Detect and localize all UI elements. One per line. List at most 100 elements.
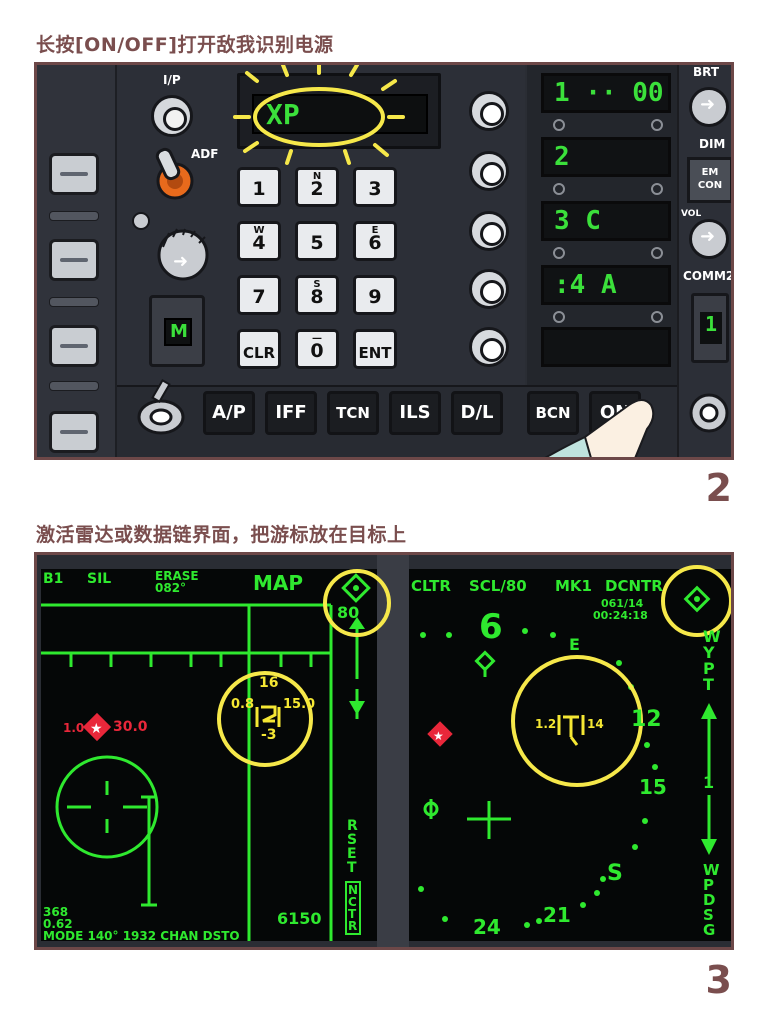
map-cursor-highlight [217, 671, 313, 767]
hsi-cursor-left: 1.2 [535, 717, 557, 731]
mode-indicator-window: M [164, 318, 192, 346]
display-divider [377, 555, 409, 947]
map-sil[interactable]: SIL [87, 571, 112, 587]
right-ddi-hsi: CLTR SCL/80 MK1 DCNTR 061/14 00:24:18 [409, 565, 731, 941]
map-cursor-icon [255, 705, 281, 727]
scratchpad-text: XP [266, 98, 300, 131]
key-5[interactable]: 5 [295, 221, 339, 261]
map-threat-icon: ★ [82, 712, 112, 742]
hsi-wp-number: 1 [703, 773, 715, 792]
scratchpad-highlight [233, 65, 405, 165]
svg-text:★: ★ [90, 721, 103, 737]
map-cursor-top: 16 [259, 675, 279, 691]
option-cue-1: 1 ·· 00 [541, 73, 671, 113]
left-button-2[interactable] [49, 239, 99, 281]
option-cue-2: 2 [541, 137, 671, 177]
scratchpad-window: XP [252, 94, 428, 134]
comm2-channel-window: 1 [691, 293, 729, 363]
brightness-knob[interactable] [689, 87, 729, 127]
fn-button-dl[interactable]: D/L [451, 391, 503, 435]
key-7[interactable]: 7 [237, 275, 281, 315]
emcon-button[interactable]: EM CON [687, 157, 731, 203]
hsi-threat-icon: ★ [427, 721, 453, 747]
map-cursor-bottom: -3 [261, 727, 277, 743]
map-nctr[interactable]: NCTR [345, 881, 361, 935]
adf-toggle-switch[interactable] [147, 145, 227, 225]
left-slot-3 [49, 381, 99, 391]
hsi-heading-12: 12 [631, 707, 662, 732]
hsi-wp-info-2: 00:24:18 [593, 609, 648, 622]
left-button-1[interactable] [49, 153, 99, 195]
key-1[interactable]: 1 [237, 167, 281, 207]
brt-label: BRT [693, 65, 720, 79]
ip-button[interactable] [151, 95, 193, 137]
map-cursor-left: 0.8 [231, 697, 255, 712]
fn-button-bcn[interactable]: BCN [527, 391, 579, 435]
comm1-channel-knob[interactable] [131, 378, 201, 447]
ufc-body: I/P ADF ➜ M XP [117, 65, 525, 385]
map-top-left: B1 [43, 571, 64, 587]
cue-dots-4 [553, 311, 663, 323]
hsi-waypoint-highlight [661, 565, 731, 637]
map-waypoint-icon [341, 573, 371, 603]
map-target-left: 1.0 [63, 721, 85, 735]
hsi-heading-6: 6 [479, 607, 503, 647]
hsi-wypt[interactable]: WYPT [703, 627, 721, 694]
option-select-button-4[interactable] [469, 269, 509, 309]
emcon-label: EM CON [697, 167, 723, 191]
svg-text:➜: ➜ [173, 251, 188, 272]
key-ent[interactable]: ENT [353, 329, 397, 369]
hsi-clutter[interactable]: CLTR [411, 577, 451, 595]
map-bottom-left-1: 368 [43, 905, 69, 919]
hsi-heading-e: E [569, 635, 580, 654]
left-button-3[interactable] [49, 325, 99, 367]
key-3[interactable]: 3 [353, 167, 397, 207]
map-erase[interactable]: ERASE [155, 569, 199, 583]
fn-button-iff[interactable]: IFF [265, 391, 317, 435]
key-0[interactable]: —0 [295, 329, 339, 369]
option-select-button-2[interactable] [469, 151, 509, 191]
map-mode-label[interactable]: MAP [253, 571, 304, 595]
indicator-light [132, 212, 150, 230]
option-select-button-5[interactable] [469, 327, 509, 367]
option-cue-column: 1 ·· 00 2 3 C :4 A [527, 65, 677, 385]
hsi-mk[interactable]: MK1 [555, 577, 592, 595]
mode-indicator-text: M [170, 321, 188, 342]
hsi-heading-15: 15 [639, 775, 667, 799]
comm2-channel: 1 [700, 312, 722, 344]
hsi-scale[interactable]: SCL/80 [469, 577, 527, 595]
option-select-button-1[interactable] [469, 91, 509, 131]
hsi-graphics: ★ [418, 565, 731, 928]
key-9[interactable]: 9 [353, 275, 397, 315]
left-button-4[interactable] [49, 411, 99, 453]
comm2-volume-knob[interactable] [689, 219, 729, 259]
hsi-wpdsg[interactable]: WPDSG [703, 861, 720, 939]
comm2-channel-knob[interactable] [685, 389, 734, 439]
volume-knob[interactable]: ➜ [155, 223, 215, 287]
map-rset[interactable]: RSET [347, 818, 358, 876]
hsi-dcntr[interactable]: DCNTR [605, 577, 663, 595]
map-erase-value: 082° [155, 581, 187, 595]
key-clr[interactable]: CLR [237, 329, 281, 369]
left-ddi-map: B1 SIL ERASE 082° MAP 80 [41, 569, 391, 943]
svg-text:★: ★ [433, 729, 444, 743]
left-slot-2 [49, 297, 99, 307]
hsi-cursor-right: 14 [587, 717, 604, 731]
step2-caption: 长按[ON/OFF]打开敌我识别电源 [36, 34, 334, 56]
dim-label: DIM [699, 137, 726, 151]
option-cue-4: :4 A [541, 265, 671, 305]
fn-button-ap[interactable]: A/P [203, 391, 255, 435]
option-select-button-3[interactable] [469, 211, 509, 251]
ip-label: I/P [163, 73, 181, 87]
vol-label: VOL [681, 209, 702, 219]
fn-button-tcn[interactable]: TCN [327, 391, 379, 435]
hsi-cursor-highlight [511, 655, 643, 787]
option-cue-3: 3 C [541, 201, 671, 241]
fn-button-ils[interactable]: ILS [389, 391, 441, 435]
displays-panel: B1 SIL ERASE 082° MAP 80 [34, 552, 734, 950]
hsi-compass-dots [418, 628, 658, 928]
